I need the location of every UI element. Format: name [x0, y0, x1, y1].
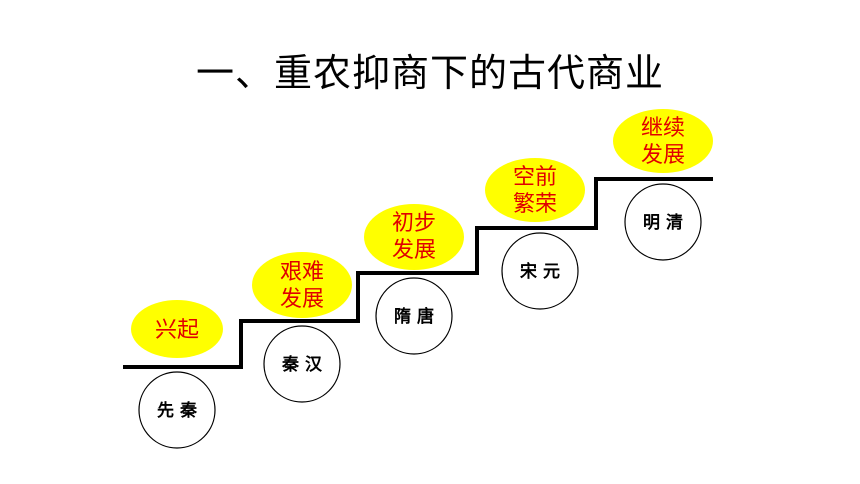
page-title: 一、重农抑商下的古代商业 [195, 51, 664, 95]
stage-bubble [131, 300, 223, 358]
stage-bubble [613, 109, 713, 173]
era-circle [263, 325, 341, 403]
era-circle [138, 371, 216, 449]
era-label: 宋 元 [519, 261, 560, 282]
era-circle [375, 277, 453, 355]
staircase-line [123, 177, 713, 369]
stage-label-line: 初步 [392, 211, 436, 236]
stage-suitang: 初步 发展 隋 唐 [364, 204, 464, 355]
era-label: 秦 汉 [282, 354, 323, 375]
stage-label-line: 发展 [641, 143, 685, 168]
stage-bubble [364, 204, 464, 270]
stage-label-line: 继续 [641, 116, 685, 141]
stage-label-line: 发展 [280, 287, 324, 312]
stage-label-line: 空前 [513, 165, 557, 190]
stage-label-line: 艰难 [280, 260, 324, 285]
stage-songyuan: 空前 繁荣 宋 元 [485, 158, 585, 310]
stage-mingqing: 继续 发展 明 清 [613, 109, 713, 261]
era-circle [501, 232, 579, 310]
stage-label-line: 繁荣 [513, 192, 557, 217]
era-label: 明 清 [643, 212, 683, 233]
stage-xianqin: 兴起 先 秦 [131, 300, 223, 449]
era-label: 先 秦 [157, 400, 197, 421]
stage-label-line: 发展 [392, 238, 436, 263]
stage-qinhan: 艰难 发展 秦 汉 [252, 252, 352, 403]
era-label: 隋 唐 [394, 306, 434, 327]
era-circle [624, 183, 702, 261]
stage-label-line: 兴起 [155, 318, 199, 343]
stage-bubble [485, 158, 585, 222]
stage-bubble [252, 252, 352, 318]
